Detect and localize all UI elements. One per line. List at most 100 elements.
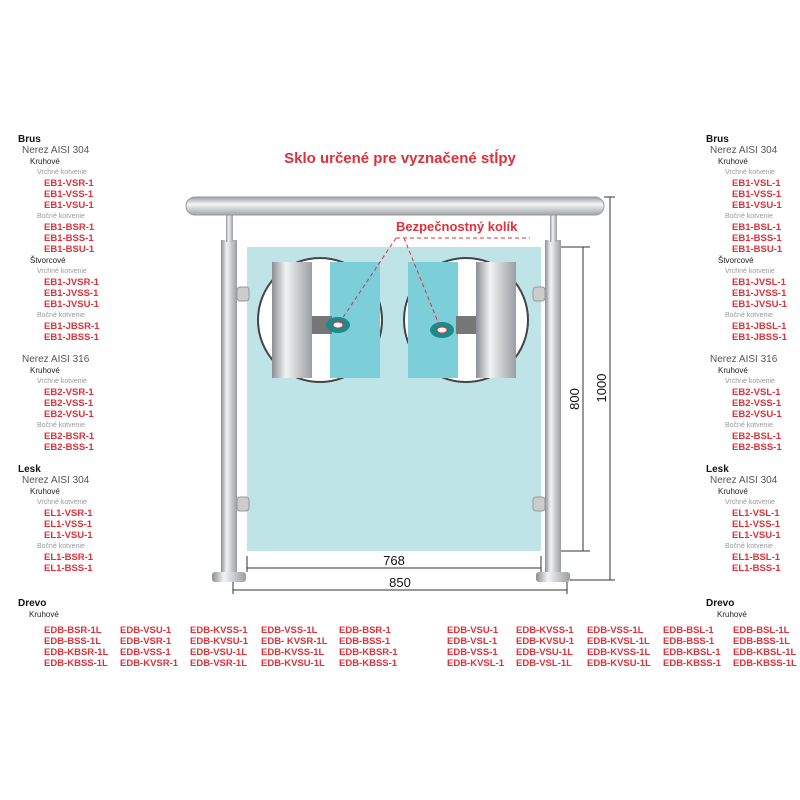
product-code: EDB-KVSS-1L — [261, 647, 325, 658]
product-code: EDB-BSR-1L — [44, 625, 102, 636]
product-code: EB1-BSR-1 — [44, 222, 95, 233]
product-code: EB1-VSS-1 — [44, 189, 94, 200]
mount-type-label: Bočné kotvenie — [725, 213, 773, 220]
product-code: EDB-KVSL-1L — [587, 636, 650, 647]
glass-clamps — [236, 286, 546, 512]
shape-heading: Štvorcové — [718, 256, 754, 265]
drevo-heading: Drevo — [18, 598, 47, 609]
section-heading: Lesk — [706, 464, 729, 475]
product-code: EB2-BSL-1 — [732, 431, 782, 442]
product-code: EDB-BSS-1L — [44, 636, 102, 647]
product-code: EB2-BSR-1 — [44, 431, 95, 442]
mount-type-label: Vrchné kotvenie — [37, 268, 87, 275]
product-code: EDB-VSU-1L — [190, 647, 248, 658]
product-code: EB1-JVSS-1 — [732, 288, 787, 299]
product-code: EDB-KBSL-1 — [663, 647, 721, 658]
rail-support-right — [550, 214, 557, 242]
section-heading: Brus — [706, 134, 729, 145]
product-code: EDB-KVSS-1 — [190, 625, 248, 636]
product-code: EB1-BSS-1 — [44, 233, 94, 244]
mount-type-label: Vrchné kotvenie — [37, 169, 87, 176]
product-code: EB1-VSU-1 — [732, 200, 782, 211]
product-code: EL1-BSS-1 — [732, 563, 781, 574]
detail-circle-right — [403, 257, 529, 383]
shape-heading: Kruhové — [718, 157, 748, 166]
post-left — [221, 240, 237, 575]
shape-heading: Štvorcové — [30, 256, 66, 265]
product-code: EDB-VSR-1L — [190, 658, 248, 669]
product-code: EB1-JVSR-1 — [44, 277, 99, 288]
section-heading: Lesk — [18, 464, 41, 475]
product-code: EB1-JBSR-1 — [44, 321, 100, 332]
drevo-heading: Drevo — [706, 598, 735, 609]
material-heading: Nerez AISI 304 — [710, 475, 778, 486]
mount-type-label: Bočné kotvenie — [37, 422, 85, 429]
product-code: EDB-KVSS-1 — [516, 625, 574, 636]
product-code: EL1-VSS-1 — [44, 519, 93, 530]
product-code: EDB-VSR-1 — [120, 636, 172, 647]
product-code: EDB-VSU-1 — [120, 625, 172, 636]
material-heading: Nerez AISI 316 — [710, 354, 778, 365]
product-code: EDB-KVSU-1L — [261, 658, 325, 669]
section-heading: Brus — [18, 134, 41, 145]
safety-pin-label: Bezpečnostný kolík — [396, 219, 518, 234]
product-code: EB1-BSL-1 — [732, 222, 782, 233]
diagram-title: Sklo určené pre vyznačené stĺpy — [284, 150, 516, 167]
product-code: EL1-VSU-1 — [732, 530, 781, 541]
product-code: EDB-KVSU-1 — [516, 636, 575, 647]
material-heading: Nerez AISI 316 — [22, 354, 90, 365]
shape-heading: Kruhové — [717, 610, 747, 619]
mount-type-label: Vrchné kotvenie — [37, 378, 87, 385]
rail-support-left — [226, 214, 233, 242]
product-code: EDB-KBSR-1L — [44, 647, 109, 658]
shape-heading: Kruhové — [30, 366, 60, 375]
mount-type-label: Vrchné kotvenie — [725, 499, 775, 506]
product-code: EB1-JBSS-1 — [44, 332, 99, 343]
dim-total-height: 1000 — [594, 374, 609, 403]
product-code: EL1-BSS-1 — [44, 563, 93, 574]
handrail — [185, 196, 605, 216]
mount-type-label: Vrchné kotvenie — [725, 169, 775, 176]
mount-type-label: Bočné kotvenie — [37, 312, 85, 319]
shape-heading: Kruhové — [718, 366, 748, 375]
shape-heading: Kruhové — [30, 157, 60, 166]
product-code: EB1-JBSL-1 — [732, 321, 787, 332]
product-code: EB1-VSU-1 — [44, 200, 94, 211]
mount-type-label: Bočné kotvenie — [725, 543, 773, 550]
product-code: EDB-VSU-1L — [516, 647, 574, 658]
product-code: EB1-VSL-1 — [732, 178, 781, 189]
product-code: EDB-KVSU-1 — [190, 636, 249, 647]
product-code: EB2-VSR-1 — [44, 387, 94, 398]
product-code: EB1-JVSU-1 — [732, 299, 787, 310]
product-code: EDB-KVSL-1 — [447, 658, 505, 669]
product-code: EDB-VSL-1L — [516, 658, 572, 669]
product-code: EDB-KBSS-1 — [663, 658, 722, 669]
product-code: EDB-KBSR-1 — [339, 647, 398, 658]
mount-type-label: Vrchné kotvenie — [37, 499, 87, 506]
product-code: EL1-VSL-1 — [732, 508, 780, 519]
product-code: EDB-VSL-1 — [447, 636, 498, 647]
product-code: EDB-BSL-1L — [733, 625, 790, 636]
product-code: EB1-JVSU-1 — [44, 299, 99, 310]
mount-type-label: Vrchné kotvenie — [725, 378, 775, 385]
product-code: EB2-VSU-1 — [44, 409, 94, 420]
product-code: EDB-BSS-1L — [733, 636, 791, 647]
mount-type-label: Bočné kotvenie — [725, 422, 773, 429]
shape-heading: Kruhové — [29, 610, 59, 619]
material-heading: Nerez AISI 304 — [22, 475, 90, 486]
post-right — [545, 240, 561, 575]
product-code: EB1-VSS-1 — [732, 189, 782, 200]
base-right — [536, 572, 570, 582]
product-code: EDB-KVSR-1 — [120, 658, 179, 669]
mount-type-label: Vrchné kotvenie — [725, 268, 775, 275]
mount-type-label: Bočné kotvenie — [725, 312, 773, 319]
detail-circle-left — [257, 257, 383, 383]
product-code: EDB-KBSS-1 — [339, 658, 398, 669]
material-heading: Nerez AISI 304 — [710, 145, 778, 156]
dimension-lines — [232, 196, 615, 594]
product-code: EDB-KBSL-1L — [733, 647, 797, 658]
product-code: EDB-VSS-1 — [120, 647, 171, 658]
material-heading: Nerez AISI 304 — [22, 145, 90, 156]
product-code: EB1-VSR-1 — [44, 178, 94, 189]
